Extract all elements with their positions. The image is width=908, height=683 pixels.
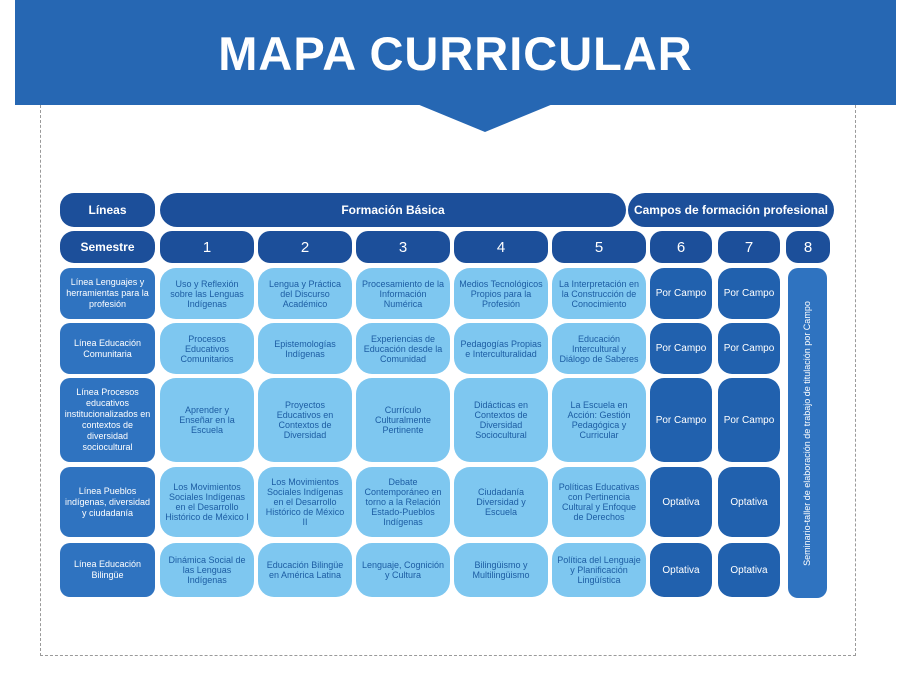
campo-cell: Optativa bbox=[650, 467, 712, 537]
linea-lenguajes: Línea Lenguajes y herramientas para la p… bbox=[60, 268, 155, 319]
semester-6: 6 bbox=[650, 231, 712, 263]
campo-cell: Optativa bbox=[718, 467, 780, 537]
course-cell: Medios Tecnológicos Propios para la Prof… bbox=[454, 268, 548, 319]
campo-cell: Optativa bbox=[718, 543, 780, 597]
course-cell: Procesos Educativos Comunitarios bbox=[160, 323, 254, 374]
course-cell: Uso y Reflexión sobre las Lenguas Indíge… bbox=[160, 268, 254, 319]
campo-cell: Por Campo bbox=[718, 268, 780, 319]
semester-8: 8 bbox=[786, 231, 830, 263]
course-cell: Proyectos Educativos en Contextos de Div… bbox=[258, 378, 352, 462]
linea-educacion-bilingue: Línea Educación Bilingüe bbox=[60, 543, 155, 597]
course-cell: Política del Lenguaje y Planificación Li… bbox=[552, 543, 646, 597]
semester-8-column bbox=[788, 268, 827, 598]
course-cell: Currículo Culturalmente Pertinente bbox=[356, 378, 450, 462]
campo-cell: Optativa bbox=[650, 543, 712, 597]
course-cell: Ciudadanía Diversidad y Escuela bbox=[454, 467, 548, 537]
course-cell: Epistemologías Indígenas bbox=[258, 323, 352, 374]
semester-8-label: Seminario-taller de elaboración de traba… bbox=[802, 300, 812, 566]
dashed-frame bbox=[40, 105, 856, 656]
course-cell: Educación Bilingüe en América Latina bbox=[258, 543, 352, 597]
campo-cell: Por Campo bbox=[718, 323, 780, 374]
course-cell: Los Movimientos Sociales Indígenas en el… bbox=[160, 467, 254, 537]
course-cell: Experiencias de Educación desde la Comun… bbox=[356, 323, 450, 374]
course-cell: Dinámica Social de las Lenguas Indígenas bbox=[160, 543, 254, 597]
course-cell: Educación Intercultural y Diálogo de Sab… bbox=[552, 323, 646, 374]
course-cell: Aprender y Enseñar en la Escuela bbox=[160, 378, 254, 462]
semester-2: 2 bbox=[258, 231, 352, 263]
page-title: MAPA CURRICULAR bbox=[218, 27, 693, 80]
course-cell: Debate Contemporáneo en torno a la Relac… bbox=[356, 467, 450, 537]
course-cell: Lengua y Práctica del Discurso Académico bbox=[258, 268, 352, 319]
course-cell: Lenguaje, Cognición y Cultura bbox=[356, 543, 450, 597]
course-cell: Políticas Educativas con Pertinencia Cul… bbox=[552, 467, 646, 537]
course-cell: Pedagogías Propias e Interculturalidad bbox=[454, 323, 548, 374]
course-cell: La Escuela en Acción: Gestión Pedagógica… bbox=[552, 378, 646, 462]
campo-cell: Por Campo bbox=[650, 323, 712, 374]
semester-4: 4 bbox=[454, 231, 548, 263]
course-cell: La Interpretación en la Construcción de … bbox=[552, 268, 646, 319]
header-campos: Campos de formación profesional bbox=[628, 193, 834, 227]
linea-pueblos-indigenas: Línea Pueblos indígenas, diversidad y ci… bbox=[60, 467, 155, 537]
campo-cell: Por Campo bbox=[718, 378, 780, 462]
semester-3: 3 bbox=[356, 231, 450, 263]
header-formacion-basica: Formación Básica bbox=[160, 193, 626, 227]
semester-5: 5 bbox=[552, 231, 646, 263]
campo-cell: Por Campo bbox=[650, 378, 712, 462]
semester-8-label-wrap: Seminario-taller de elaboración de traba… bbox=[788, 268, 827, 598]
header-semestre: Semestre bbox=[60, 231, 155, 263]
semester-7: 7 bbox=[718, 231, 780, 263]
header-lineas: Líneas bbox=[60, 193, 155, 227]
banner-arrow bbox=[417, 104, 553, 132]
course-cell: Los Movimientos Sociales Indígenas en el… bbox=[258, 467, 352, 537]
semester-1: 1 bbox=[160, 231, 254, 263]
course-cell: Procesamiento de la Información Numérica bbox=[356, 268, 450, 319]
course-cell: Bilingüismo y Multilingüismo bbox=[454, 543, 548, 597]
title-banner bbox=[15, 0, 896, 105]
campo-cell: Por Campo bbox=[650, 268, 712, 319]
linea-educacion-comunitaria: Línea Educación Comunitaria bbox=[60, 323, 155, 374]
course-cell: Didácticas en Contextos de Diversidad So… bbox=[454, 378, 548, 462]
linea-procesos-educativos: Línea Procesos educativos institucionali… bbox=[60, 378, 155, 462]
